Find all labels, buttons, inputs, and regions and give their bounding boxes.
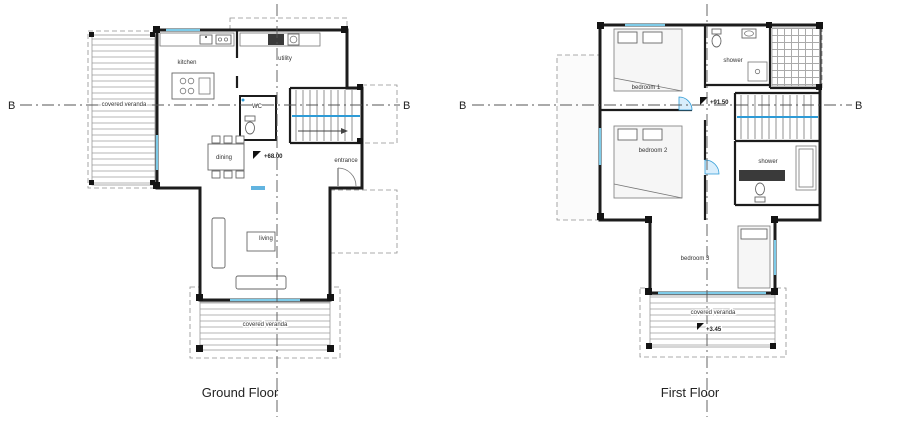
gf-utility-counter — [239, 32, 321, 47]
gf-room-label-dining: dining — [216, 155, 232, 161]
ff-room-label-shower-top: shower — [723, 58, 742, 64]
ff-veranda-bottom-label: covered veranda — [691, 310, 736, 316]
gf-exterior-walls — [155, 28, 364, 302]
ff-interior-walls — [600, 25, 820, 220]
ff-columns — [597, 22, 823, 349]
gf-section-label-left: B — [8, 100, 15, 112]
ff-windows — [598, 23, 777, 295]
ff-bed-bedroom2 — [613, 125, 683, 199]
gf-plan-title: Ground Floor — [202, 385, 279, 400]
gf-room-label-wc: WC — [252, 104, 263, 110]
gf-kitchen-counter — [159, 32, 235, 47]
ff-door-swings — [678, 96, 720, 175]
gf-columns — [89, 26, 363, 352]
ff-level-marker-text: +91.50 — [710, 100, 729, 106]
gf-room-label-kitchen: kitchen — [177, 60, 196, 66]
ff-bed-bedroom1 — [613, 28, 683, 92]
gf-veranda-bottom-deck — [199, 301, 331, 351]
gf-level-marker-icon — [253, 151, 261, 159]
gf-kitchen-island — [171, 72, 215, 100]
ff-balcony-deck — [771, 27, 821, 87]
ground-floor-plan: B B kitchen utility WC dining +68.00 ent… — [8, 4, 410, 417]
gf-level-marker-text: +68.00 — [264, 154, 283, 160]
gf-veranda-bottom-label: covered veranda — [243, 322, 288, 328]
ff-bed-bedroom3 — [737, 225, 771, 289]
gf-room-label-living: living — [259, 236, 273, 242]
gf-veranda-left-label: covered veranda — [102, 102, 147, 108]
gf-wc-toilet — [241, 98, 256, 135]
gf-living-sofas — [211, 217, 287, 290]
ff-room-label-bedroom1: bedroom 1 — [632, 85, 661, 91]
gf-dining-table — [207, 135, 245, 179]
ff-room-label-bedroom2: bedroom 2 — [639, 148, 668, 154]
gf-section-lines — [20, 4, 400, 417]
gf-entrance-door — [337, 167, 357, 187]
ff-roof-overhang-dashed — [556, 24, 823, 358]
gf-door-marker — [251, 186, 265, 190]
ff-room-label-shower-side: shower — [758, 159, 777, 165]
gf-interior-walls — [235, 30, 362, 145]
ff-level-marker-icon — [700, 97, 708, 105]
gf-staircase — [292, 90, 360, 141]
ff-section-lines — [472, 4, 852, 417]
gf-room-label-entrance: entrance — [334, 158, 358, 164]
gf-windows — [155, 28, 300, 302]
ff-section-label-right: B — [855, 100, 862, 112]
ff-veranda-level-icon — [697, 323, 704, 330]
ff-section-label-left: B — [459, 100, 466, 112]
ff-shower-top-fixtures — [711, 28, 768, 82]
gf-section-label-right: B — [403, 100, 410, 112]
gf-room-label-utility: utility — [278, 56, 292, 62]
ff-staircase — [737, 95, 818, 139]
first-floor-plan: B B bedroom 1 shower +91.50 bedroom 2 sh… — [459, 4, 862, 417]
gf-veranda-left-deck — [91, 34, 156, 186]
ff-veranda-level-text: +3.45 — [706, 327, 722, 333]
ff-shower-side-fixtures — [739, 145, 817, 203]
ff-room-label-bedroom3: bedroom 3 — [681, 256, 710, 262]
ff-plan-title: First Floor — [661, 385, 720, 400]
ff-veranda-deck — [649, 294, 776, 348]
